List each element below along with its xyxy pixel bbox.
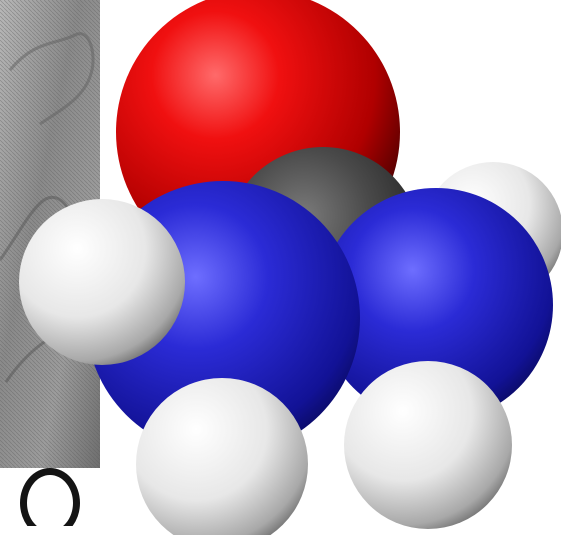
hydrogen-atom-left [19, 199, 185, 365]
nitrogen-atom-right [319, 188, 553, 422]
molecule [19, 0, 561, 540]
partial-letter-glyph [20, 468, 80, 526]
hydrogen-atom-bottom-right [344, 361, 512, 529]
hydrogen-atom-bottom-left [136, 378, 308, 540]
